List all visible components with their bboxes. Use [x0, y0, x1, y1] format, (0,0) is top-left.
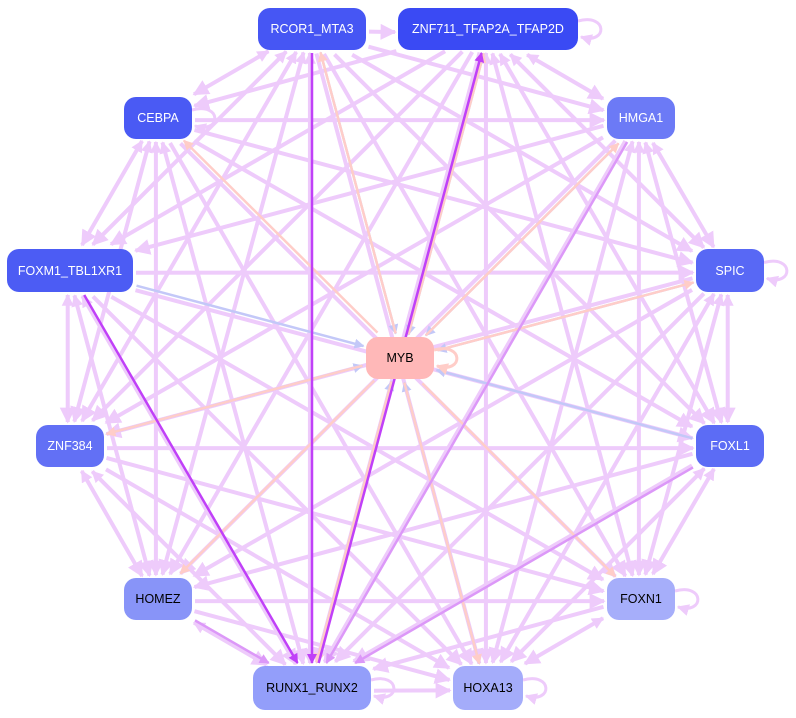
node-myb[interactable]: MYB [366, 337, 434, 379]
node-label: FOXM1_TBL1XR1 [17, 263, 123, 278]
edge-regulates [133, 123, 604, 255]
edge-regulates [352, 463, 693, 664]
node-label: HOMEZ [135, 592, 181, 606]
edge-regulates [159, 141, 305, 664]
node-rcor1_mta3[interactable]: RCOR1_MTA3 [258, 8, 366, 50]
edge-medium [354, 466, 694, 665]
node-label: ZNF384 [47, 439, 93, 453]
edge-from-myb [437, 279, 695, 352]
node-foxm1_tbl1xr1[interactable]: FOXM1_TBL1XR1 [7, 249, 133, 292]
node-runx1_runx2[interactable]: RUNX1_RUNX2 [253, 666, 371, 710]
edge-from-myb [314, 381, 393, 664]
edge-regulates [110, 294, 605, 582]
node-spic[interactable]: SPIC [696, 249, 764, 292]
node-label: HMGA1 [618, 111, 664, 125]
self-loop-edge [674, 588, 700, 616]
edge-from-myb [105, 364, 363, 437]
edge-from-myb [317, 51, 397, 334]
node-label: FOXL1 [710, 439, 750, 453]
edge-regulates [104, 135, 604, 425]
edge-regulates [643, 293, 725, 575]
edge-regulates [351, 52, 694, 253]
edge-regulates [104, 467, 451, 670]
edge-from-myb [424, 142, 620, 337]
edge-regulates [524, 616, 605, 665]
node-label: MYB [386, 351, 414, 365]
edge-regulates [109, 49, 447, 247]
node-foxn1[interactable]: FOXN1 [607, 578, 675, 620]
node-cebpa[interactable]: CEBPA [124, 97, 192, 139]
edge-medium [194, 619, 270, 665]
edge-from-myb [403, 382, 482, 665]
node-label: CEBPA [137, 111, 179, 125]
edge-to-myb [136, 284, 365, 349]
self-loop-edge [433, 347, 459, 375]
edge-regulates [193, 49, 270, 96]
edge-regulates [80, 139, 144, 246]
edge-regulates [192, 451, 694, 592]
edge-regulates [371, 604, 604, 673]
node-hoxa13[interactable]: HOXA13 [453, 666, 523, 710]
self-loop-edge [577, 18, 603, 46]
node-label: RUNX1_RUNX2 [266, 681, 358, 695]
node-label: SPIC [715, 263, 745, 278]
edge-from-myb [179, 379, 376, 575]
node-znf384[interactable]: ZNF384 [36, 425, 104, 467]
edge-regulates [651, 467, 716, 575]
edge-from-myb [407, 52, 487, 335]
node-label: ZNF711_TFAP2A_TFAP2D [412, 22, 564, 36]
edge-to-myb [435, 367, 693, 440]
node-label: FOXN1 [620, 592, 662, 606]
edge-from-myb [421, 382, 617, 578]
edge-medium [325, 141, 629, 664]
self-loop-edge [370, 677, 396, 705]
edge-regulates [510, 467, 706, 663]
self-loop-edge [763, 259, 789, 288]
edge-regulates [526, 53, 604, 101]
self-loop-edge [522, 677, 548, 705]
node-foxl1[interactable]: FOXL1 [696, 425, 764, 467]
edge-strong [83, 294, 299, 664]
edge-regulates [192, 621, 268, 667]
edge-regulates [80, 469, 144, 577]
edge-regulates [651, 141, 715, 248]
node-znf711_tfap2a_tfap2d[interactable]: ZNF711_TFAP2A_TFAP2D [398, 8, 578, 50]
edge-regulates [193, 139, 694, 429]
node-label: RCOR1_MTA3 [270, 22, 354, 36]
self-loop-edge [191, 107, 217, 135]
edge-from-myb [183, 139, 379, 334]
node-homez[interactable]: HOMEZ [124, 578, 192, 620]
edge-regulates [161, 51, 307, 575]
node-label: HOXA13 [463, 681, 513, 695]
edge-regulates [192, 288, 693, 578]
edge-regulates [192, 49, 397, 110]
node-hmga1[interactable]: HMGA1 [607, 97, 675, 139]
